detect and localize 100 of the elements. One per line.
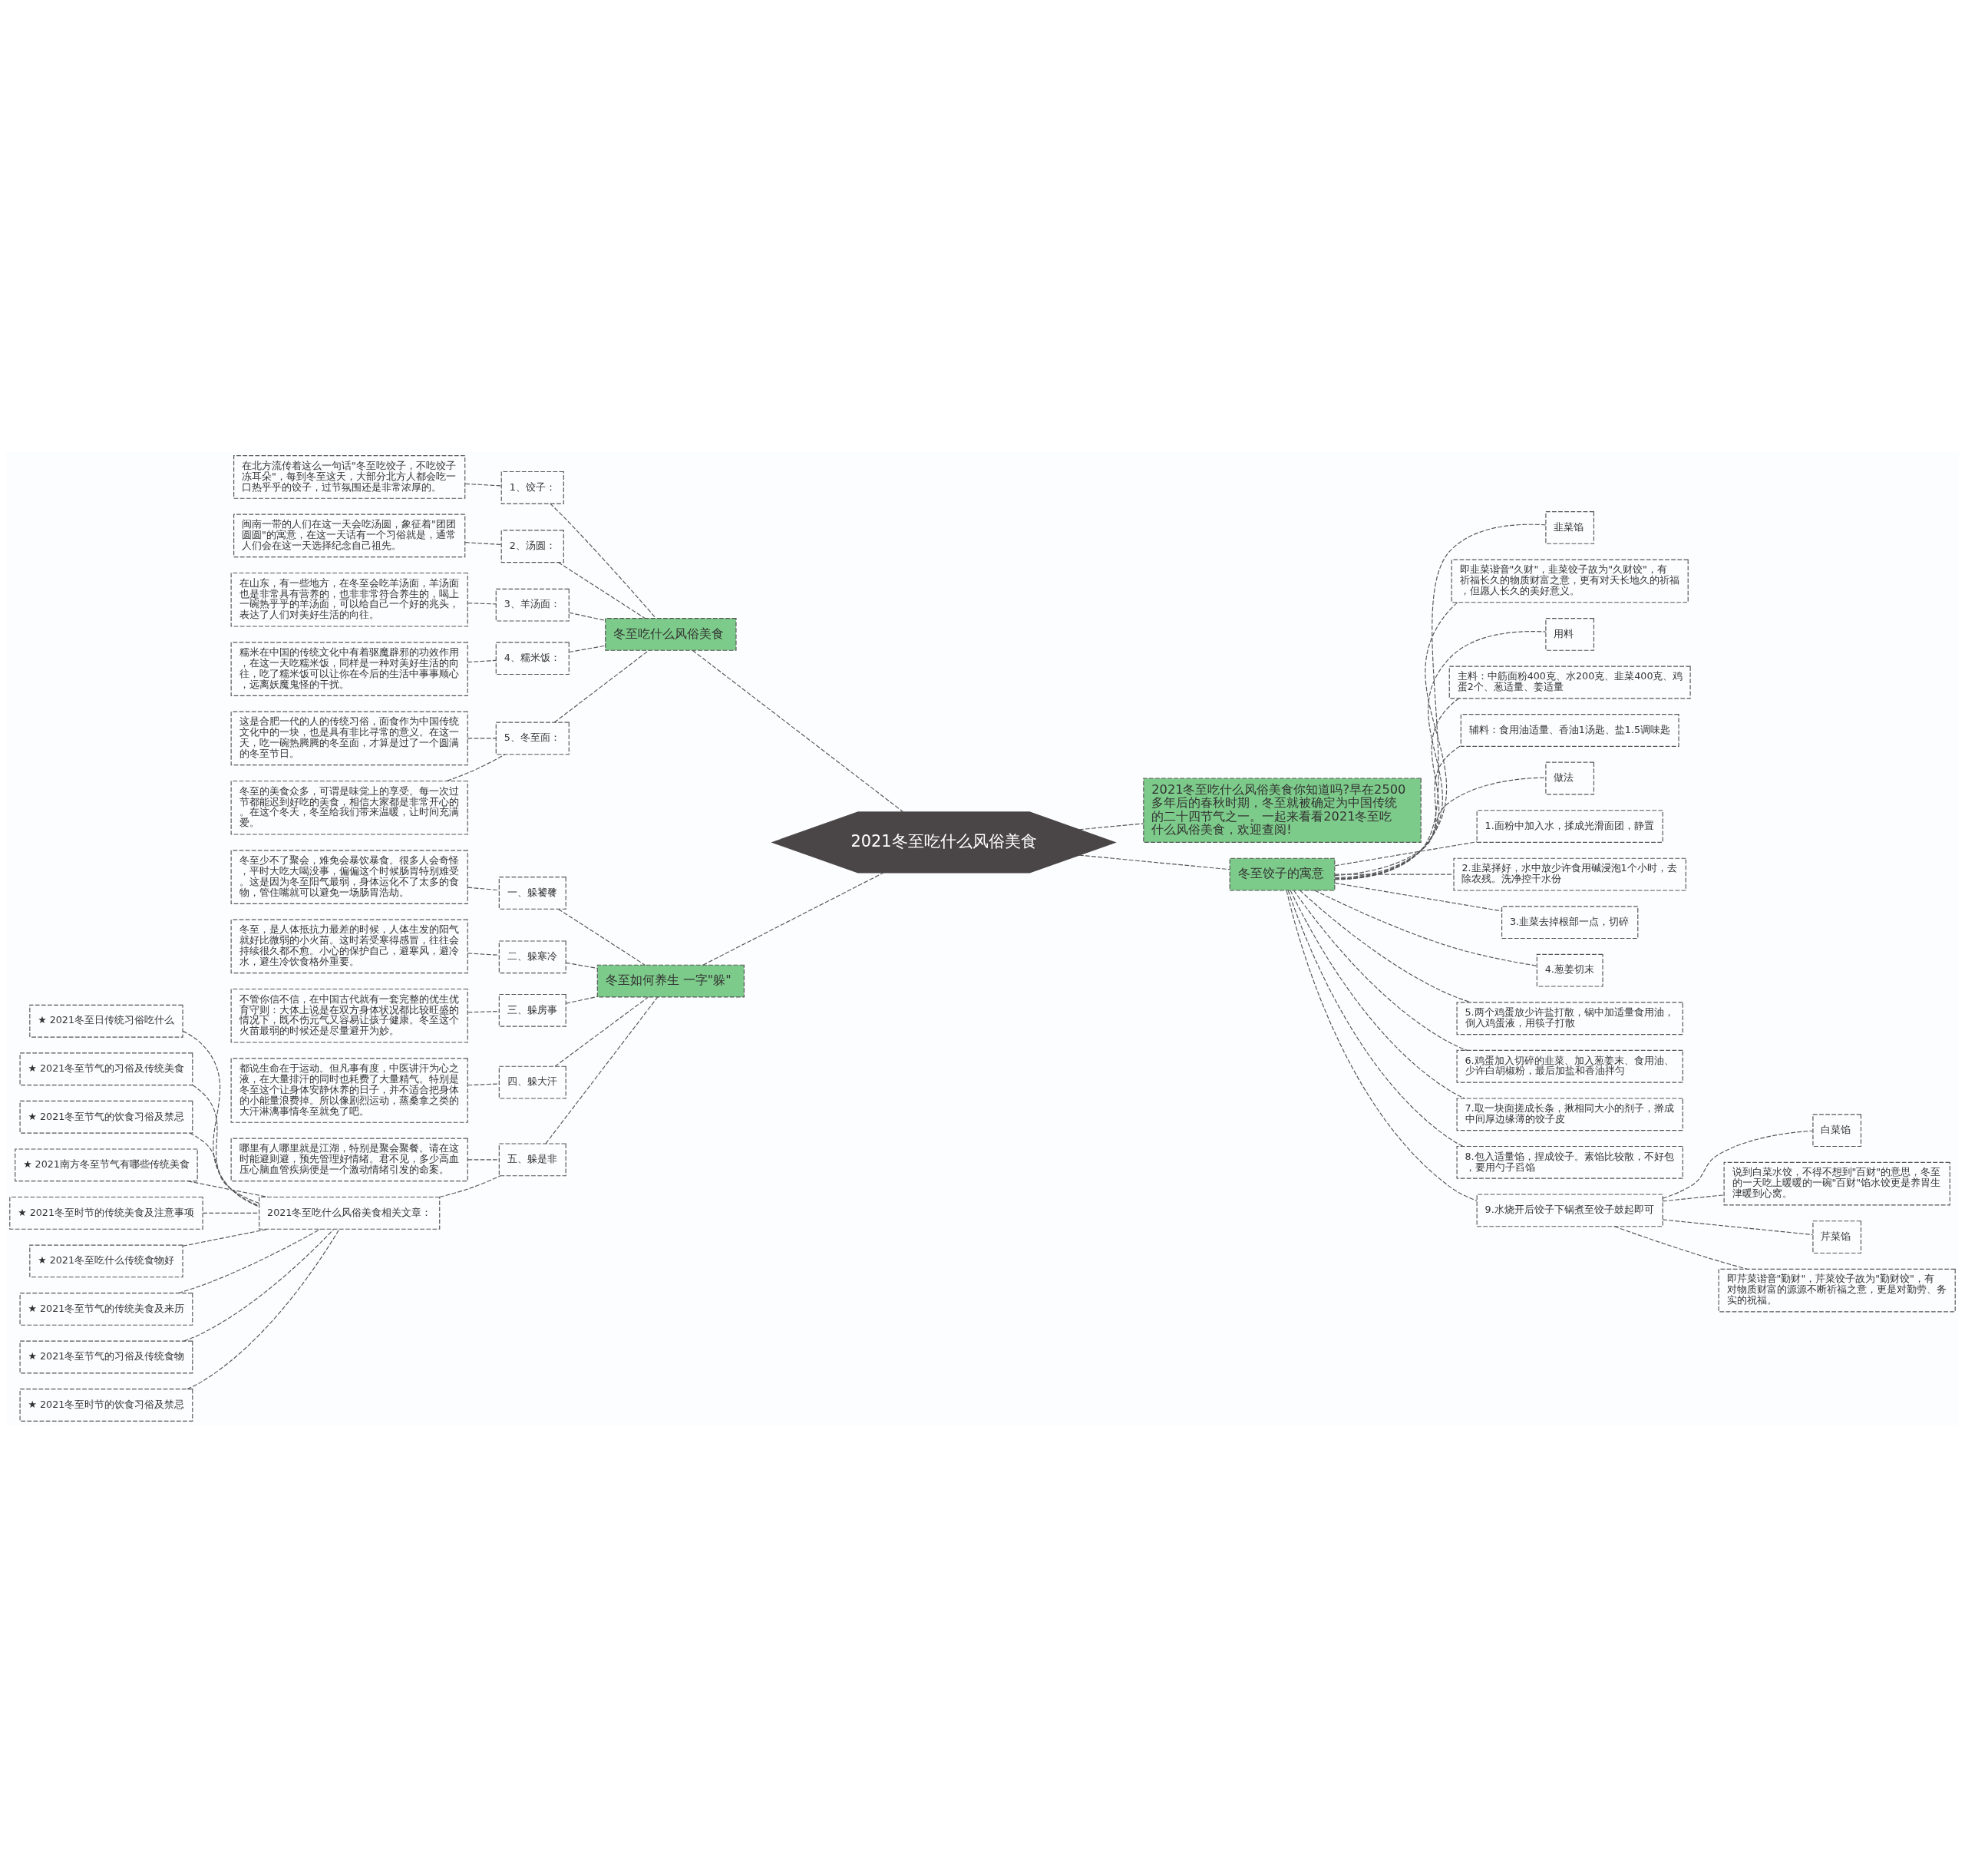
node-box: 做法: [1545, 761, 1594, 794]
node-box: 2021冬至吃什么风俗美食你知道吗?早在2500多年后的春秋时期，冬至就被确定为中国传统的二十四节气之一。一起来看看2021冬至吃什么风俗美食，欢迎查阅!: [1143, 777, 1422, 843]
connector: [464, 541, 502, 545]
node-box: ★ 2021冬至时节的传统美食及注意事项: [9, 1196, 203, 1230]
node-box: 在山东，有一些地方，在冬至会吃羊汤面，羊汤面也是非常具有营养的，也非非常符合养生的，喝上一碗热乎乎的羊汤面，可以给自己一个好的兆头，表达了人们对美好生活的向往。: [230, 572, 468, 627]
node-box: 这是合肥一代的人的传统习俗，面食作为中国传统文化中的一块，也是具有非比寻常的意义。在这一天，吃一碗热腾腾的冬至面，才算是过了一个圆满的冬至节日。: [230, 711, 468, 765]
connector: [569, 612, 606, 621]
node-box: 3.韭菜去掉根部一点，切碎: [1501, 905, 1639, 939]
node-box: 2、汤圆：: [500, 529, 564, 563]
connector: [569, 645, 606, 652]
node-box: ★ 2021南方冬至节气有哪些传统美食: [15, 1148, 198, 1181]
connector: [1334, 841, 1478, 866]
connector: [183, 1228, 335, 1342]
connector: [545, 996, 659, 1144]
node-box: ★ 2021冬至节气的饮食习俗及禁忌: [19, 1100, 193, 1134]
node-box: 2021冬至吃什么风俗美食相关文章：: [259, 1196, 441, 1230]
node-box: ★ 2021冬至吃什么传统食物好: [29, 1244, 183, 1277]
node-box: 即芹菜谐音"勤财"，芹菜饺子故为"勤财饺"，有对物质财富的源源不断祈福之意，更是对勤劳、务实的祝福。: [1718, 1268, 1956, 1312]
node-box: 8.包入适量馅，捏成饺子。素馅比较散，不好包，要用勺子舀馅: [1456, 1145, 1683, 1179]
connector: [177, 1228, 322, 1293]
node-box: 主料：中筋面粉400克、水200克、韭菜400克、鸡蛋2个、葱适量、姜适量: [1448, 666, 1691, 699]
connector: [464, 483, 502, 487]
node-box: 白菜馅: [1812, 1113, 1862, 1147]
node-box: 闽南一带的人们在这一天会吃汤圆，象征着"团团圆圆"的寓意，在这一天话有一个习俗就是，通常人们会在这一天选择纪念自己祖先。: [233, 514, 466, 557]
node-box: ★ 2021冬至节气的习俗及传统美食: [19, 1052, 193, 1085]
connector: [187, 1180, 269, 1197]
node-box: 冬至，是人体抵抗力最差的时候，人体生发的阳气就好比微弱的小火苗。这时若受寒得感冒，往往会持续很久都不愈。小心的保护自己，避寒风，避冷水，避生冷饮食格外重要。: [230, 919, 468, 973]
node-box: 说到白菜水饺，不得不想到"百财"的意思，冬至的一天吃上暖暖的一碗"百财"馅水饺更是养胃生津暖到心窝。: [1723, 1161, 1950, 1205]
connector: [187, 1228, 340, 1389]
connector: [1334, 745, 1461, 878]
node-box: 冬至如何养生 一字"躲": [596, 964, 745, 997]
connector: [1286, 890, 1478, 1201]
connector: [557, 561, 646, 619]
connector: [1078, 854, 1230, 870]
node-box: 6.鸡蛋加入切碎的韭菜、加入葱姜末、食用油、少许白胡椒粉，最后加盐和香油拌匀: [1456, 1049, 1683, 1083]
connector: [467, 952, 500, 956]
node-box: 冬至饺子的寓意: [1229, 857, 1336, 891]
node-box: 辅料：食用油适量、香油1汤匙、盐1.5调味匙: [1460, 713, 1679, 747]
connector: [467, 1158, 500, 1160]
connector: [467, 737, 497, 738]
node-box: 5.两个鸡蛋放少许盐打散，锅中加适量食用油，倒入鸡蛋液，用筷子打散: [1456, 1001, 1683, 1035]
node-box: ★ 2021冬至日传统习俗吃什么: [29, 1004, 183, 1038]
connector: [1334, 601, 1458, 880]
node-box: 韭菜馅: [1545, 510, 1594, 544]
connector: [1334, 777, 1547, 876]
connector: [1314, 890, 1537, 966]
node-box: 4、糯米饭：: [495, 641, 570, 675]
node-box: 五、躲是非: [498, 1142, 566, 1176]
node-box: 都说生命在于运动。但凡事有度，中医讲汗为心之液，在大量排汗的同时也耗费了大量精气。特别是冬至这个让身体安静休养的日子，并不适合把身体的小能量浪费掉。所以像剧烈运动，蒸桑拿之类的大汗淋漓事情冬至就免了吧。: [230, 1057, 468, 1123]
connector: [1662, 1130, 1814, 1199]
node-box: 1.面粉中加入水，揉成光滑面团，静置: [1476, 809, 1663, 843]
node-box: 不管你信不信，在中国古代就有一套完整的优生优育守则：大体上说是在双方身体状况都比较旺盛的情况下，既不伤元气又容易让孩子健康。冬至这个火苗最弱的时候还是尽量避开为妙。: [230, 988, 468, 1043]
connector: [467, 1082, 500, 1085]
connector: [467, 1010, 500, 1012]
connector: [692, 649, 904, 812]
node-box: 即韭菜谐音"久财"，韭菜饺子故为"久财饺"，有祈福长久的物质财富之意，更有对天长地久的祈福，但愿人长久的美好意义。: [1451, 559, 1689, 603]
node-box: 7.取一块面搓成长条，揪相同大小的剂子，擀成中间厚边缘薄的饺子皮: [1456, 1097, 1683, 1131]
node-box: 糯米在中国的传统文化中有着驱魔辟邪的功效作用，在这一天吃糯米饭，同样是一种对美好生活的向往，吃了糯米饭可以让你在今后的生活中事事顺心，远离妖魔鬼怪的干扰。: [230, 641, 468, 696]
node-box: 四、躲大汗: [498, 1065, 566, 1099]
node-box: 冬至吃什么风俗美食: [605, 617, 737, 651]
connector: [1078, 822, 1144, 830]
connector: [553, 649, 649, 723]
connector: [554, 996, 649, 1067]
connector: [550, 503, 656, 619]
connector: [1290, 890, 1465, 1099]
connector: [439, 1174, 501, 1197]
connector: [1334, 523, 1547, 880]
connector: [565, 962, 598, 969]
node-box: 5、冬至面：: [495, 722, 570, 755]
connector: [1334, 630, 1547, 880]
connector: [1334, 882, 1502, 911]
node-box: 二、躲寒冷: [498, 940, 566, 973]
node-box: 哪里有人哪里就是江湖，特别是聚会聚餐。请在这时能避则避，预先管理好情绪。君不见，多少高血压心脑血管疾病便是一个激动情绪引发的命案。: [230, 1138, 468, 1181]
connector: [182, 1228, 269, 1247]
connector: [1662, 1194, 1725, 1201]
node-box: ★ 2021冬至节气的习俗及传统食物: [19, 1340, 193, 1373]
connector: [192, 1084, 259, 1206]
node-box: 用料: [1545, 617, 1594, 651]
connector: [1293, 889, 1468, 1051]
connector: [182, 1030, 260, 1207]
connector: [565, 996, 598, 1004]
connector: [189, 1132, 259, 1204]
connector: [1300, 889, 1471, 1002]
connector: [446, 753, 506, 781]
connector: [467, 887, 500, 890]
connector: [702, 871, 884, 966]
node-box: 1、饺子：: [500, 471, 564, 504]
node-box: 冬至的美食众多，可谓是味觉上的享受。每一次过节都能迟到好吃的美食，相信大家都是非常开心的。在这个冬天，冬至给我们带来温暖，让时间充满爱。: [230, 780, 468, 835]
node-box: 冬至少不了聚会，难免会暴饮暴食。很多人会奇怪，平时大吃大喝没事，偏偏这个时候肠胃特别难受。这是因为冬至阳气最弱，身体运化不了太多的食物，管住嘴就可以避免一场肠胃浩劫。: [230, 849, 468, 904]
connector: [1662, 1218, 1814, 1235]
node-box: ★ 2021冬至节气的传统美食及来历: [19, 1292, 193, 1326]
connector: [467, 602, 497, 604]
connector: [1334, 874, 1455, 875]
connector: [1613, 1225, 1748, 1270]
connector: [1334, 697, 1460, 879]
node-box: 芹菜馅: [1812, 1220, 1862, 1253]
node-box: 2.韭菜择好，水中放少许食用碱浸泡1个小时，去除农残。洗净控干水份: [1453, 857, 1686, 891]
connector: [1287, 890, 1464, 1147]
connector: [467, 659, 497, 662]
connector: [202, 1212, 259, 1214]
